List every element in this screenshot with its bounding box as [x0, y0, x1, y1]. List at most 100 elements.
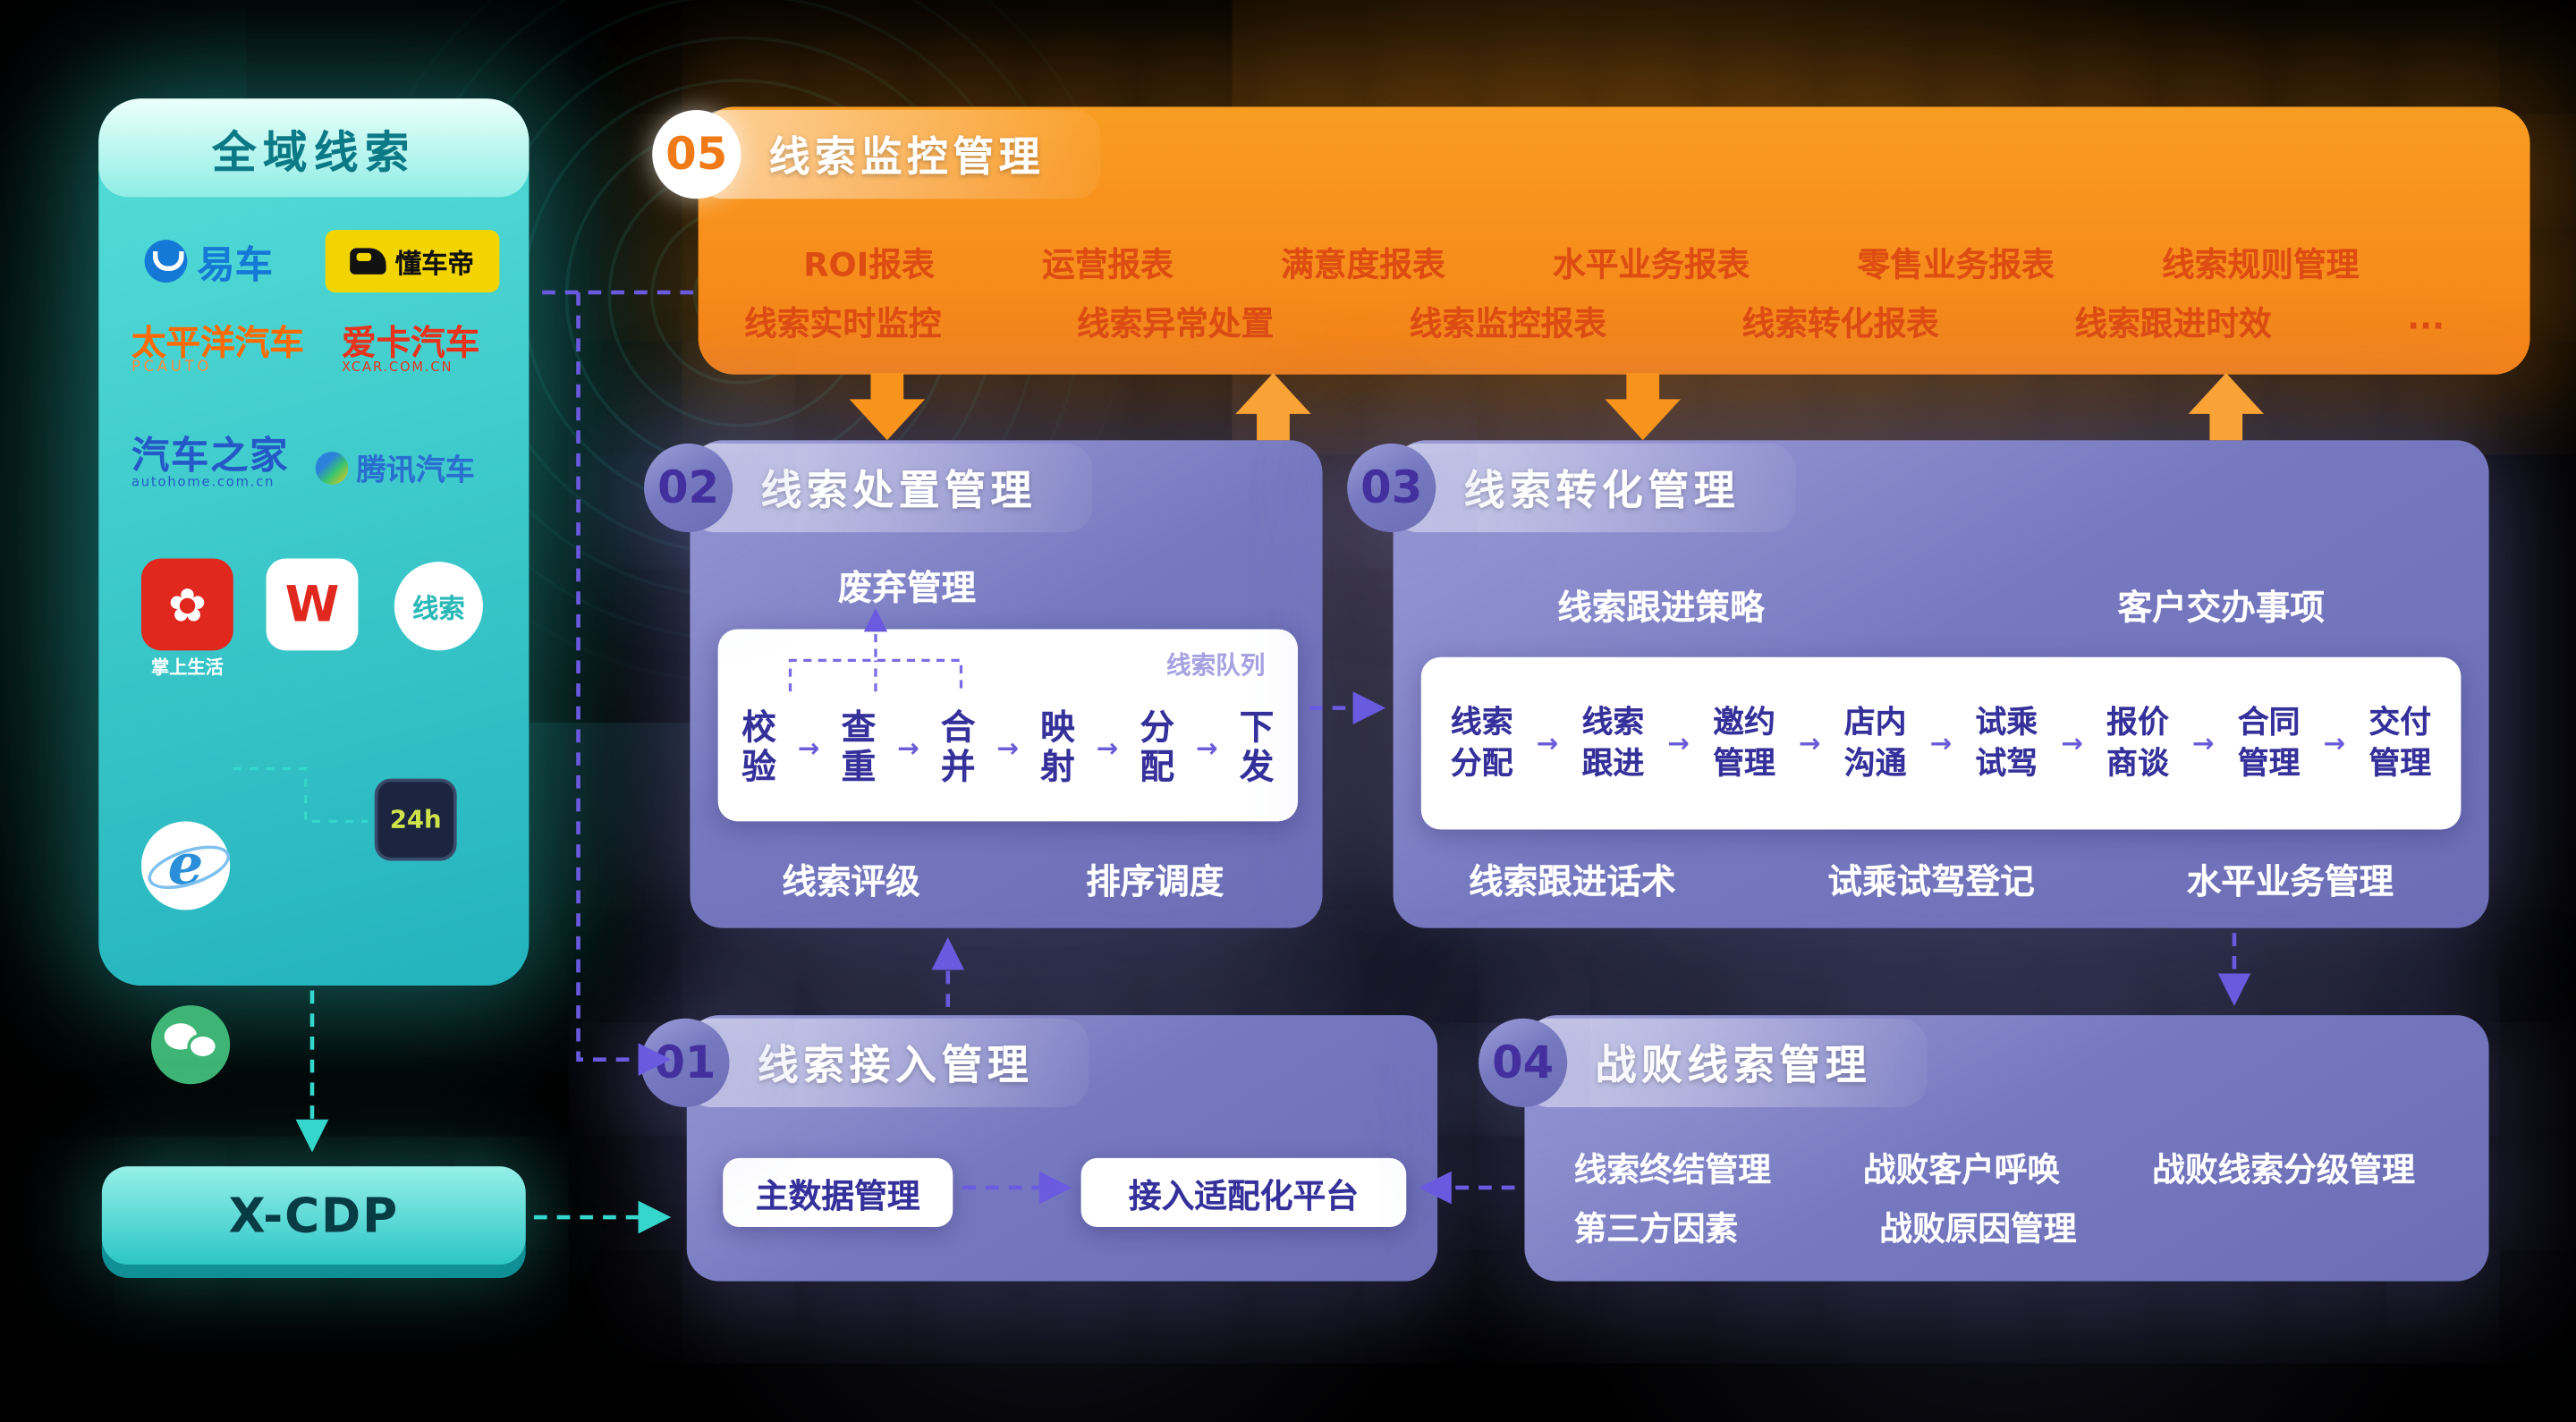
conversion-header: 03 线索转化管理 [1347, 443, 1796, 533]
monitor-item: 运营报表 [1041, 244, 1174, 284]
ie-letter-icon: e [167, 833, 204, 899]
panel-conversion-management: 03 线索转化管理 线索跟进策略 客户交办事项 线索分配 → 线索跟进 → 邀约… [1347, 440, 2489, 928]
monitor-item: 线索跟进时效 [2074, 303, 2272, 343]
logo-zhangshang-shenghuo: ✿ [140, 558, 233, 651]
wechat-icon [150, 1005, 231, 1085]
xcdp-block: X-CDP [101, 1166, 526, 1265]
flow-step: 查重 [841, 707, 877, 786]
testdrive-register-label: 试乘试驾登记 [1827, 862, 2035, 902]
flow-step: 交付管理 [2368, 704, 2432, 782]
logo-dongchedi: 懂车帝 [325, 230, 500, 292]
flow-step: 试乘试驾 [1975, 704, 2038, 782]
xcar-sublabel: XCAR.COM.CN [342, 360, 453, 375]
logo-yiche: 易车 [144, 233, 273, 289]
logo-xcar: 爱卡汽车 XCAR.COM.CN [342, 326, 479, 376]
defeat-item: 战败原因管理 [1879, 1208, 2077, 1248]
followup-script-label: 线索跟进话术 [1469, 862, 1676, 902]
logo-24h-hotline: 24h [374, 778, 457, 861]
disposal-steps: 校验 → 查重 → 合并 → 映射 → 分配 → 下发 [738, 691, 1278, 805]
monitor-item: 线索实时监控 [744, 303, 942, 343]
w-letter-icon: W [284, 575, 340, 634]
logo-clue-badge: 线索 [394, 562, 483, 651]
monitor-item: 零售业务报表 [1857, 244, 2055, 284]
flow-step: 线索跟进 [1581, 704, 1645, 782]
flow-step: 邀约管理 [1713, 704, 1775, 782]
master-data-box: 主数据管理 [723, 1157, 953, 1228]
dongchedi-car-icon [351, 248, 387, 275]
discard-management-label: 废弃管理 [837, 568, 977, 608]
panel-disposal-management: 02 线索处置管理 废弃管理 线索队列 校验 → 查重 → 合并 → 映射 → … [643, 440, 1323, 928]
defeat-items-row1: 线索终结管理 战败客户呼唤 战败线索分级管理 [1574, 1143, 2415, 1190]
arrow-right-icon: → [1096, 732, 1119, 765]
arrow-right-icon: → [2192, 727, 2215, 759]
yiche-label: 易车 [197, 244, 273, 288]
defeat-number-badge: 04 [1479, 1018, 1568, 1107]
arrow-right-icon: → [2061, 727, 2083, 759]
conversion-title: 线索转化管理 [1391, 443, 1796, 533]
clue-rating-label: 线索评级 [782, 862, 920, 902]
tencent-auto-icon [315, 452, 349, 485]
customer-task-label: 客户交办事项 [2117, 588, 2325, 628]
xcdp-label: X-CDP [228, 1187, 399, 1244]
clue-badge-label: 线索 [411, 593, 465, 624]
arrow-right-icon: → [1196, 732, 1218, 765]
conversion-flow-box: 线索分配 → 线索跟进 → 邀约管理 → 店内沟通 → 试乘试驾 → 报价商谈 … [1420, 656, 2462, 830]
adapter-platform-box: 接入适配化平台 [1080, 1157, 1407, 1228]
disposal-header: 02 线索处置管理 [643, 443, 1093, 533]
conversion-bottom-labels: 线索跟进话术 试乘试驾登记 水平业务管理 [1469, 856, 2394, 905]
arrow-right-icon: → [797, 732, 820, 765]
monitor-item: 线索监控报表 [1409, 303, 1607, 343]
arrow-right-icon: → [1536, 727, 1559, 759]
flow-step: 报价商谈 [2106, 704, 2169, 782]
orange-arrow-monitor-to-conversion [1605, 372, 1681, 441]
flow-step: 合并 [940, 707, 976, 786]
pcauto-label: 太平洋汽车 [131, 323, 304, 363]
monitor-title: 线索监控管理 [696, 110, 1101, 199]
dongchedi-label: 懂车帝 [394, 248, 474, 280]
panel-source-channels: 全域线索 易车 懂车帝 太平洋汽车 PCAUTO 爱卡汽车 XCAR.COM.C… [98, 98, 530, 1085]
defeat-items-row2: 第三方因素 战败原因管理 [1574, 1202, 2077, 1249]
disposal-flow-box: 线索队列 校验 → 查重 → 合并 → 映射 → 分配 → 下发 [717, 629, 1299, 822]
tencent-auto-label: 腾讯汽车 [356, 453, 475, 488]
xcar-label: 爱卡汽车 [342, 323, 480, 363]
defeat-item: 战败线索分级管理 [2152, 1149, 2415, 1189]
orange-arrow-disposal-to-monitor [1235, 372, 1311, 441]
conversion-steps: 线索分配 → 线索跟进 → 邀约管理 → 店内沟通 → 试乘试驾 → 报价商谈 … [1444, 657, 2437, 830]
logo-w-app: W [266, 558, 359, 651]
monitor-header: 05 线索监控管理 [652, 110, 1101, 199]
disposal-bottom-labels: 线索评级 排序调度 [782, 856, 1224, 905]
logo-autohome: 汽车之家 autohome.com.cn [131, 436, 289, 491]
access-title: 线索接入管理 [684, 1018, 1089, 1107]
flow-step: 线索分配 [1450, 704, 1513, 782]
defeat-title: 战败线索管理 [1522, 1018, 1928, 1107]
monitor-item: ... [2407, 297, 2445, 337]
flow-step: 合同管理 [2237, 704, 2301, 782]
yiche-icon [144, 240, 188, 283]
disposal-title: 线索处置管理 [688, 443, 1093, 533]
pcauto-sublabel: PCAUTO [131, 360, 213, 377]
arrow-right-icon: → [897, 732, 919, 765]
flower-icon: ✿ [167, 577, 207, 632]
monitor-item: 满意度报表 [1281, 244, 1445, 284]
flow-step: 下发 [1239, 707, 1275, 786]
arrow-right-icon: → [1799, 727, 1821, 759]
flow-step: 映射 [1040, 707, 1075, 786]
defeat-header: 04 战败线索管理 [1479, 1018, 1928, 1107]
access-number-badge: 01 [640, 1018, 730, 1107]
defeat-item: 第三方因素 [1573, 1208, 1739, 1248]
panel-monitor-management: 05 线索监控管理 ROI报表 运营报表 满意度报表 水平业务报表 零售业务报表… [652, 106, 2530, 375]
logo-tencent-auto: 腾讯汽车 [315, 447, 475, 490]
sort-scheduling-label: 排序调度 [1086, 862, 1224, 902]
access-header: 01 线索接入管理 [640, 1018, 1089, 1107]
defeat-item: 战败客户呼唤 [1862, 1149, 2061, 1189]
zhangshang-label: 掌上生活 [150, 656, 224, 679]
monitor-item: ROI报表 [803, 244, 935, 284]
monitor-item: 线索异常处置 [1076, 303, 1275, 343]
panel-defeat-management: 04 战败线索管理 线索终结管理 战败客户呼唤 战败线索分级管理 第三方因素 战… [1479, 1015, 2489, 1282]
clue-queue-label: 线索队列 [1166, 650, 1266, 681]
arrow-right-icon: → [2323, 727, 2346, 759]
horizontal-business-label: 水平业务管理 [2186, 862, 2394, 902]
arrow-right-icon: → [1667, 727, 1690, 759]
